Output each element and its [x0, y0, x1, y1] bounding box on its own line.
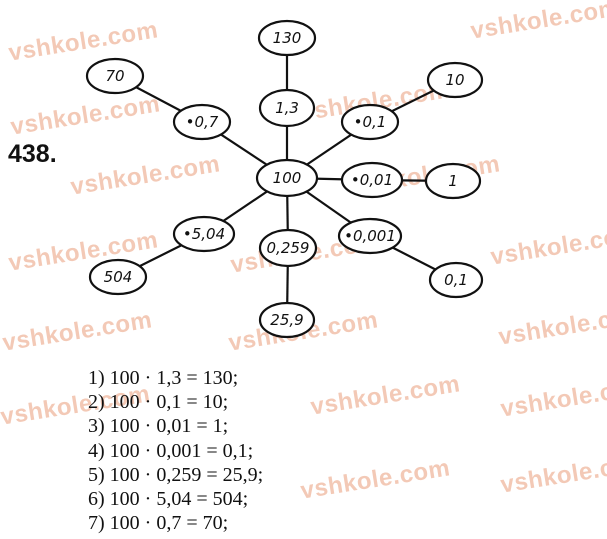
- operation-node-label: 1,3: [275, 99, 299, 117]
- center-node-label: 100: [273, 169, 302, 187]
- equation-line: 4) 100 · 0,001 = 0,1;: [88, 439, 254, 462]
- problem-number: 438.: [8, 140, 57, 168]
- operation-node-ellipse: [258, 88, 316, 128]
- equation-list: 1) 100 · 1,3 = 130; 2) 100 · 0,1 = 10; 3…: [88, 366, 263, 535]
- operation-node-ellipse: [172, 103, 232, 141]
- equation-line: 3) 100 · 0,01 = 1;: [88, 415, 229, 438]
- watermark: vshkole.com: [298, 454, 453, 505]
- equation-line: 6) 100 · 5,04 = 504;: [88, 488, 249, 511]
- result-node-label: 10: [445, 71, 464, 89]
- result-node-ellipse: [428, 261, 484, 299]
- result-node-label: 1: [448, 172, 458, 190]
- result-node-ellipse: [257, 19, 317, 57]
- operation-node-label: 0,259: [267, 239, 310, 257]
- equation-line: 7) 100 · 0,7 = 70;: [88, 512, 229, 535]
- result-node-ellipse: [424, 162, 482, 200]
- operation-node-ellipse: [340, 103, 400, 141]
- center-node-ellipse: [255, 158, 319, 198]
- operation-node-label: •0,01: [351, 171, 393, 189]
- operation-node-ellipse: [172, 215, 236, 253]
- result-node-label: 130: [273, 29, 302, 47]
- operation-node-label: •0,1: [354, 113, 387, 131]
- operation-node-ellipse: [258, 228, 318, 268]
- result-node-label: 25,9: [270, 311, 303, 329]
- result-node-ellipse: [258, 301, 316, 339]
- result-node-ellipse: [426, 61, 484, 99]
- result-node-ellipse: [88, 258, 148, 296]
- multiplication-star-diagram: 1,3 130 •0,1 10 •0,01 1 •0,001 0,1 0,259 25,9 •5,0…: [85, 19, 484, 339]
- operation-node-ellipse: [337, 217, 403, 255]
- result-node-label: 70: [105, 67, 124, 85]
- operation-node-ellipse: [340, 161, 404, 199]
- result-node-label: 0,1: [444, 271, 468, 289]
- equation-line: 5) 100 · 0,259 = 25,9;: [88, 463, 264, 486]
- operation-node-label: •0,7: [186, 113, 219, 131]
- result-node-ellipse: [85, 57, 145, 95]
- equation-line: 2) 100 · 0,1 = 10;: [88, 391, 229, 414]
- equation-line: 1) 100 · 1,3 = 130;: [88, 367, 239, 389]
- operation-node-label: •0,001: [344, 227, 396, 245]
- watermark: vshkole.com: [498, 372, 607, 423]
- watermark: vshkole.com: [498, 448, 607, 499]
- watermark: vshkole.com: [308, 370, 463, 421]
- result-node-label: 504: [104, 268, 133, 286]
- operation-node-label: •5,04: [183, 225, 225, 243]
